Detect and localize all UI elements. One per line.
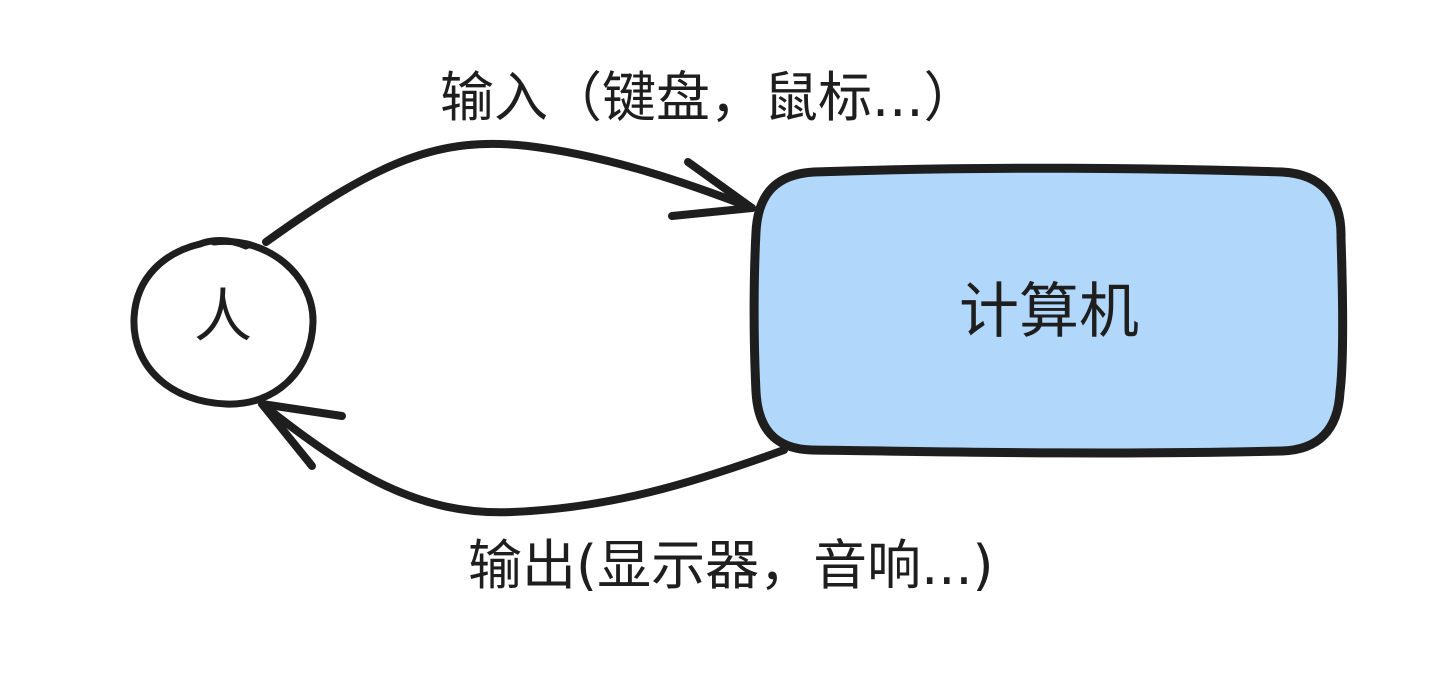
input-edge-label: 输入（键盘，鼠标...） — [440, 66, 978, 129]
person-node-label: 人 — [193, 282, 252, 350]
output-edge-label: 输出(显示器，音响...) — [468, 534, 994, 597]
output-arrow — [258, 400, 788, 517]
computer-box[interactable] — [749, 163, 1348, 458]
person-circle[interactable] — [130, 237, 317, 408]
computer-node-label: 计算机 — [959, 277, 1139, 347]
input-arrow — [262, 139, 756, 246]
output-arrowhead — [258, 400, 346, 470]
input-arrowhead — [668, 158, 756, 220]
